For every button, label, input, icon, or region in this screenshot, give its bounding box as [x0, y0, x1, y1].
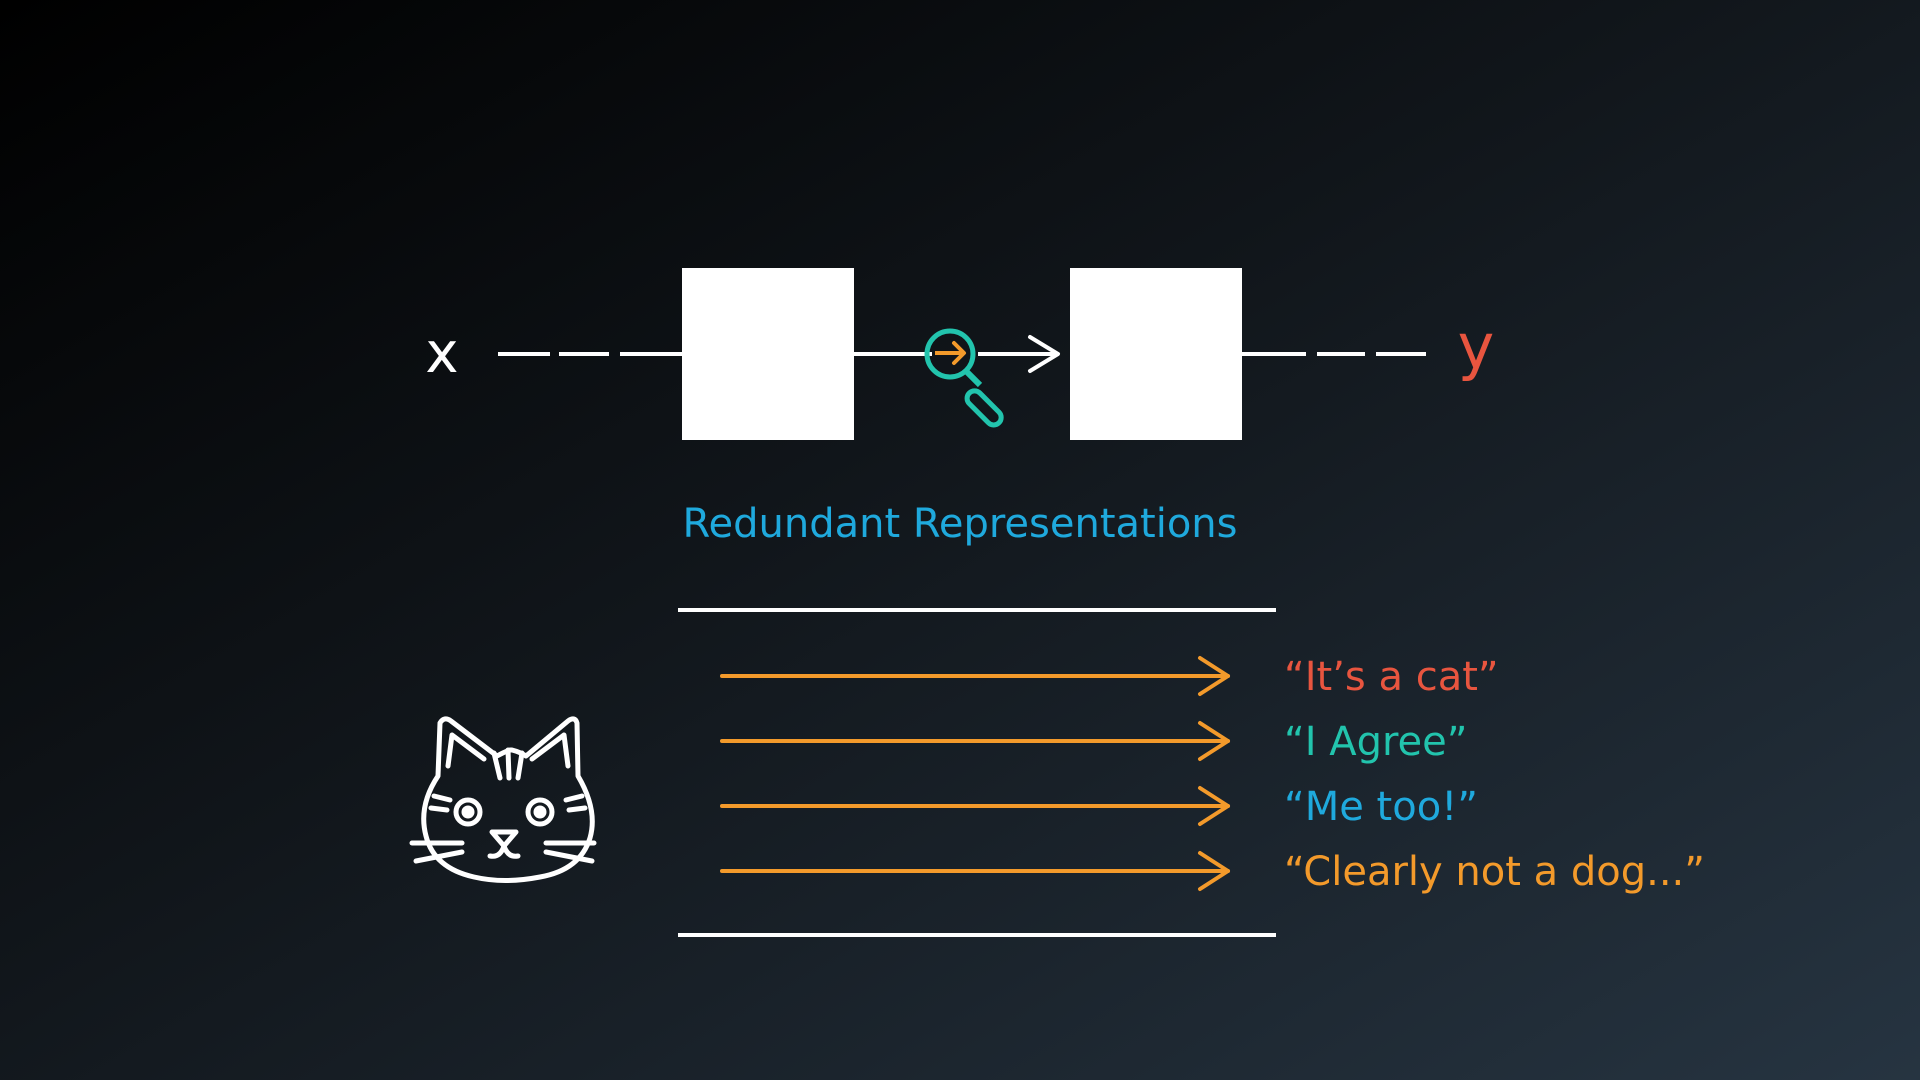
opinion-quote-1: “It’s a cat” [1284, 654, 1499, 700]
opinion-quote-4: “Clearly not a dog...” [1284, 849, 1705, 895]
caption-redundant-representations: Redundant Representations [683, 501, 1238, 547]
opinion-arrow-4 [720, 851, 1230, 891]
cat-face-icon [409, 716, 597, 883]
opinion-arrow-3 [720, 786, 1230, 826]
opinion-arrow-1 [720, 656, 1230, 696]
opinion-arrow-2 [720, 721, 1230, 761]
opinion-quote-2: “I Agree” [1284, 719, 1468, 765]
opinion-quote-3: “Me too!” [1284, 784, 1478, 830]
output-label-y: y [1458, 310, 1495, 383]
middle-arrowhead [1028, 335, 1060, 373]
layer-block-left [682, 268, 854, 440]
layer-block-right [1070, 268, 1242, 440]
input-label-x: x [425, 321, 458, 386]
magnifier-icon [924, 328, 1004, 428]
